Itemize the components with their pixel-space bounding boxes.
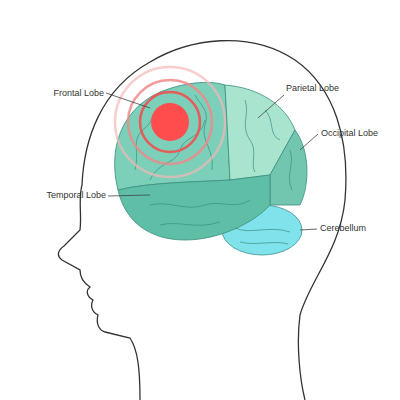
occipital-lobe-shape <box>270 130 307 205</box>
part-label: Temporal Lobe <box>46 190 106 201</box>
part-label: Cerebellum <box>320 223 366 234</box>
leader-lines <box>106 93 318 230</box>
brain-gyri <box>135 95 292 244</box>
part-label: Parietal Lobe <box>286 83 339 94</box>
part-label: Frontal Lobe <box>53 88 104 99</box>
pain-target <box>115 67 225 177</box>
frontal-lobe-shape <box>115 82 230 190</box>
part-label: Occipital Lobe <box>321 128 378 139</box>
